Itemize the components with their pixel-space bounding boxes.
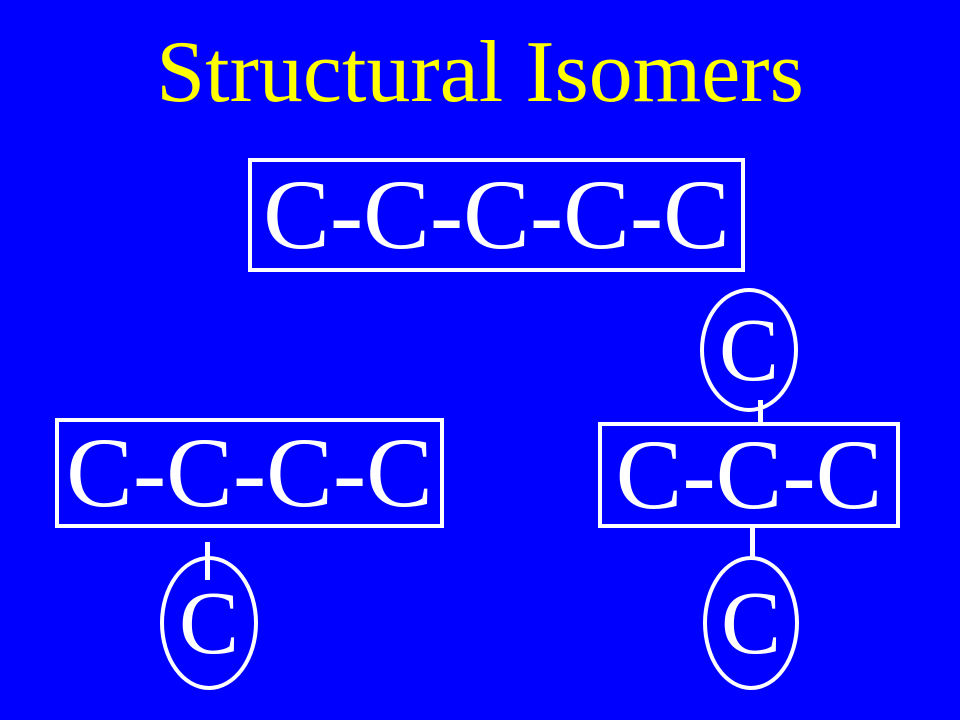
right-top-branch-label: C xyxy=(718,301,780,400)
neopentane-chain-box: C-C-C xyxy=(598,422,900,528)
isopentane-chain-box: C-C-C-C xyxy=(55,418,444,528)
isopentane-chain-label: C-C-C-C xyxy=(66,417,433,528)
neopentane-chain-label: C-C-C xyxy=(615,419,883,530)
right-top-bond xyxy=(758,400,763,424)
right-bottom-branch-label: C xyxy=(720,574,782,673)
left-branch-carbon: C xyxy=(160,556,258,690)
right-bottom-bond xyxy=(750,528,755,558)
slide-title: Structural Isomers xyxy=(156,24,804,121)
right-top-branch-carbon: C xyxy=(700,288,798,412)
pentane-chain-box: C-C-C-C-C xyxy=(248,158,745,272)
left-branch-label: C xyxy=(178,574,240,673)
right-bottom-branch-carbon: C xyxy=(703,556,799,690)
pentane-chain-label: C-C-C-C-C xyxy=(263,159,730,270)
